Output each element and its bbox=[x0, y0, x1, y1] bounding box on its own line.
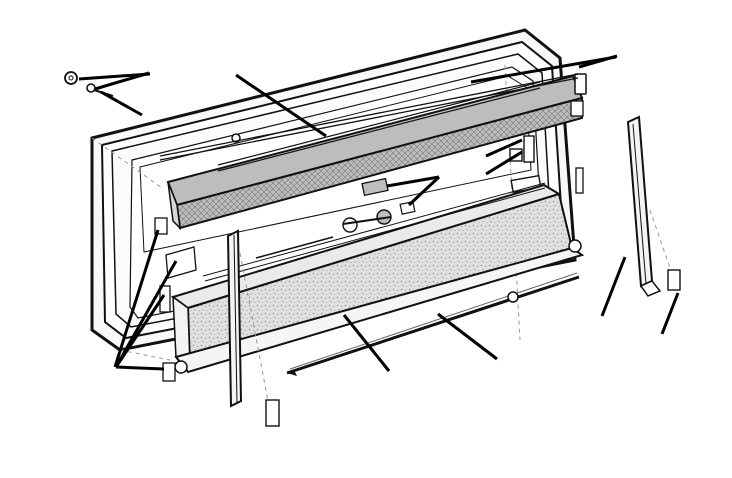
tension-rod bbox=[255, 236, 580, 376]
right-side-rail bbox=[626, 115, 681, 297]
corner-clips bbox=[154, 217, 197, 382]
flyscreen-roller bbox=[159, 73, 587, 231]
blind-cassette bbox=[170, 182, 585, 374]
screws bbox=[64, 71, 114, 97]
left-side-rail bbox=[226, 229, 280, 427]
leader-lines bbox=[78, 54, 680, 372]
